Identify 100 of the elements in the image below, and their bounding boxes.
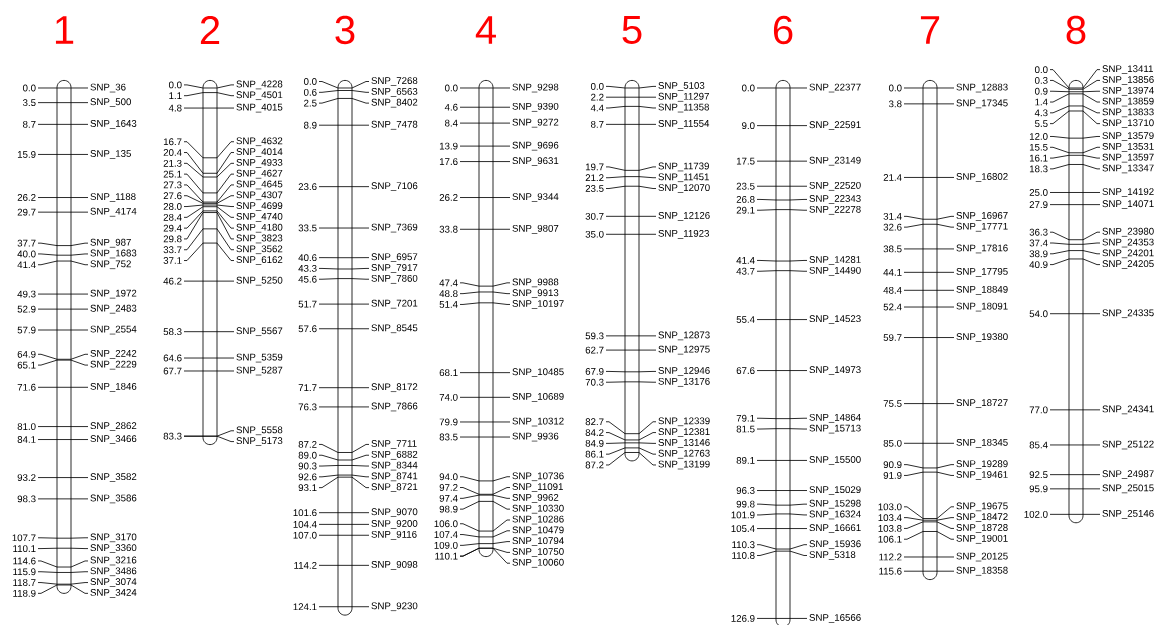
position-label: 110.1 xyxy=(13,545,36,552)
position-label: 92.5 xyxy=(1029,471,1048,479)
position-label: 71.6 xyxy=(17,383,36,391)
marker-label: SNP_7711 xyxy=(371,440,417,449)
position-label: 83.5 xyxy=(439,433,458,441)
position-label: 43.3 xyxy=(298,265,317,272)
position-label: 26.8 xyxy=(736,196,755,203)
position-label: 110.1 xyxy=(435,552,458,560)
position-label: 0.0 xyxy=(168,81,182,89)
leader-line xyxy=(756,260,808,262)
leader-line xyxy=(756,87,808,89)
position-label: 48.8 xyxy=(439,290,458,298)
position-label: 112.2 xyxy=(879,553,902,561)
position-label: 98.9 xyxy=(439,505,458,513)
position-label: 8.7 xyxy=(23,120,36,128)
position-label: 44.1 xyxy=(883,269,902,276)
position-label: 64.9 xyxy=(17,350,36,358)
leader-line xyxy=(183,152,235,174)
marker-label: SNP_13579 xyxy=(1102,132,1154,141)
leader-line xyxy=(756,528,808,529)
marker-label: SNP_9098 xyxy=(371,561,418,570)
position-label: 83.3 xyxy=(163,432,182,440)
leader-line xyxy=(183,210,235,229)
position-label: 55.4 xyxy=(736,316,755,323)
leader-line xyxy=(903,271,955,273)
position-label: 23.6 xyxy=(298,183,317,191)
position-label: 54.0 xyxy=(1029,310,1048,318)
position-label: 48.4 xyxy=(883,286,902,294)
position-label: 92.6 xyxy=(298,473,317,481)
marker-label: SNP_20125 xyxy=(956,552,1008,562)
position-label: 29.1 xyxy=(736,206,755,214)
marker-label: SNP_9344 xyxy=(512,193,559,202)
marker-label: SNP_14864 xyxy=(809,413,861,423)
marker-label: SNP_4740 xyxy=(236,213,283,222)
position-label: 13.9 xyxy=(439,142,458,150)
leader-line xyxy=(459,494,511,499)
marker-label: SNP_10286 xyxy=(512,515,564,525)
position-label: 52.9 xyxy=(17,305,36,313)
position-label: 41.4 xyxy=(17,261,36,269)
position-label: 104.4 xyxy=(293,520,317,528)
leader-line xyxy=(1049,146,1101,154)
marker-label: SNP_1972 xyxy=(90,289,137,299)
leader-line xyxy=(37,584,89,594)
marker-label: SNP_12883 xyxy=(956,83,1008,93)
position-label: 84.1 xyxy=(17,436,36,443)
position-label: 8.7 xyxy=(591,120,604,128)
marker-label: SNP_7478 xyxy=(371,120,418,130)
leader-line xyxy=(903,464,955,469)
position-label: 79.1 xyxy=(736,414,755,422)
marker-label: SNP_4015 xyxy=(236,103,283,113)
position-label: 12.0 xyxy=(1029,133,1048,140)
leader-line xyxy=(459,291,511,295)
marker-label: SNP_16566 xyxy=(809,614,861,623)
position-label: 86.1 xyxy=(585,450,604,458)
position-label: 96.3 xyxy=(736,487,755,494)
position-label: 84.2 xyxy=(585,429,604,436)
leader-line xyxy=(1049,110,1101,125)
leader-line xyxy=(318,81,370,89)
marker-label: SNP_9807 xyxy=(512,224,559,234)
leader-line xyxy=(318,303,370,305)
leader-line xyxy=(459,197,511,198)
position-label: 4.4 xyxy=(590,104,604,112)
position-label: 103.8 xyxy=(878,525,902,532)
marker-label: SNP_24201 xyxy=(1102,249,1154,259)
marker-label: SNP_2862 xyxy=(90,422,137,431)
marker-label: SNP_13411 xyxy=(1102,65,1153,74)
position-label: 101.9 xyxy=(731,511,755,519)
leader-line xyxy=(459,106,511,108)
marker-label: SNP_752 xyxy=(90,260,131,270)
leader-line xyxy=(903,87,955,89)
position-label: 3.8 xyxy=(888,100,902,108)
leader-line xyxy=(183,280,235,282)
position-label: 21.4 xyxy=(883,174,902,181)
marker-label: SNP_13597 xyxy=(1102,153,1154,163)
position-label: 15.5 xyxy=(1029,143,1048,151)
leader-line xyxy=(37,260,89,266)
leader-line xyxy=(37,253,89,256)
chromosome-number: 5 xyxy=(622,16,642,44)
marker-label: SNP_2229 xyxy=(90,360,137,370)
leader-line xyxy=(459,436,511,438)
position-label: 98.3 xyxy=(17,495,36,503)
position-label: 18.3 xyxy=(1029,165,1048,173)
position-label: 25.0 xyxy=(1029,189,1048,196)
leader-line xyxy=(37,426,89,427)
leader-line xyxy=(756,199,808,201)
marker-label: SNP_9962 xyxy=(512,494,559,503)
position-label: 17.5 xyxy=(736,157,755,165)
leader-line xyxy=(605,215,657,217)
position-label: 102.0 xyxy=(1024,510,1048,518)
position-label: 0.6 xyxy=(303,88,317,96)
marker-label: SNP_25015 xyxy=(1102,484,1154,494)
marker-label: SNP_10736 xyxy=(512,472,564,482)
marker-label: SNP_10750 xyxy=(512,548,564,557)
position-label: 5.5 xyxy=(1034,120,1048,127)
leader-line xyxy=(903,471,955,476)
position-label: 71.7 xyxy=(298,384,317,392)
leader-line xyxy=(183,228,235,251)
leader-line xyxy=(903,337,955,338)
leader-line xyxy=(37,102,89,104)
leader-line xyxy=(183,92,235,97)
